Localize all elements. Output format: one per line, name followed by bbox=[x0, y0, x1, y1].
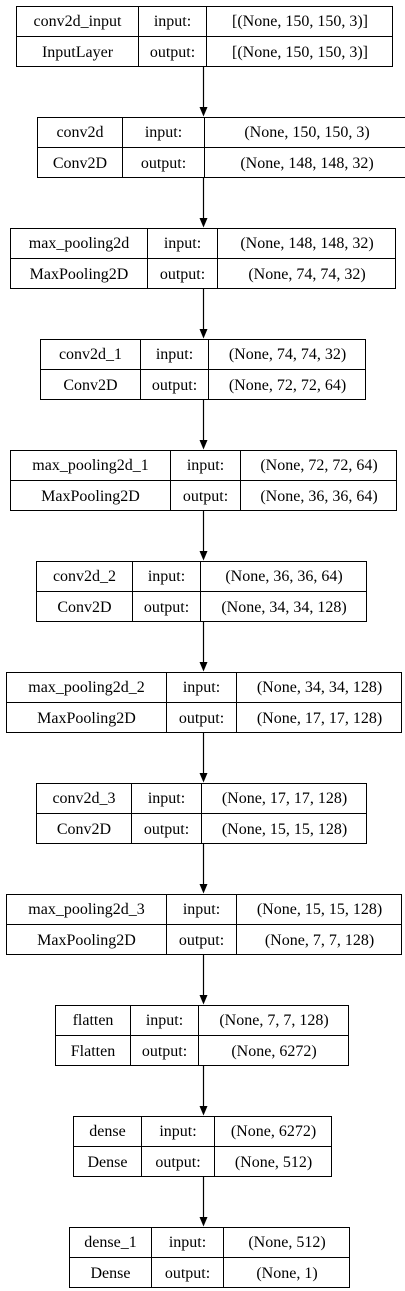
layer-name: conv2d_1 bbox=[41, 340, 141, 370]
layer-name: max_pooling2d_1 bbox=[11, 451, 171, 481]
edge-arrowhead-6 bbox=[199, 773, 208, 783]
output-label: output: bbox=[142, 1147, 215, 1177]
layer-name: conv2d_input bbox=[17, 7, 139, 37]
layer-type: MaxPooling2D bbox=[7, 925, 167, 955]
layer-name: dense bbox=[74, 1117, 142, 1147]
input-label: input: bbox=[123, 118, 205, 148]
input-shape: (None, 74, 74, 32) bbox=[209, 340, 366, 370]
edge-arrowhead-1 bbox=[199, 218, 208, 228]
input-shape: (None, 36, 36, 64) bbox=[201, 562, 367, 592]
input-label: input: bbox=[167, 895, 237, 925]
input-shape: (None, 512) bbox=[224, 1228, 350, 1258]
output-shape: (None, 72, 72, 64) bbox=[228, 376, 347, 394]
layer-type: Dense bbox=[74, 1147, 142, 1177]
input-label: input: bbox=[141, 340, 209, 370]
output-shape: (None, 74, 74, 32) bbox=[248, 265, 366, 283]
edge-arrowhead-5 bbox=[199, 662, 208, 672]
input-label: input: bbox=[152, 1228, 224, 1258]
layer-type: MaxPooling2D bbox=[11, 481, 171, 511]
output-label: output: bbox=[123, 148, 205, 178]
edge-arrowhead-8 bbox=[199, 995, 208, 1005]
input-label: input: bbox=[131, 1006, 199, 1036]
output-label: output: bbox=[152, 1258, 224, 1288]
output-label: output: bbox=[133, 592, 201, 622]
output-shape: (None, 7, 7, 128) bbox=[264, 931, 375, 949]
layer-type: Dense bbox=[70, 1258, 152, 1288]
input-shape: (None, 72, 72, 64) bbox=[241, 451, 397, 481]
input-label: input: bbox=[171, 451, 241, 481]
output-label: output: bbox=[167, 703, 237, 733]
layer-name: max_pooling2d_3 bbox=[7, 895, 167, 925]
input-shape: (None, 148, 148, 32) bbox=[218, 229, 396, 259]
output-label: output: bbox=[148, 259, 218, 289]
layer-name: conv2d_3 bbox=[37, 784, 132, 814]
layer-name: flatten bbox=[56, 1006, 131, 1036]
output-label: output: bbox=[139, 37, 207, 67]
edge-arrowhead-2 bbox=[199, 329, 208, 339]
layer-name: conv2d bbox=[38, 118, 123, 148]
output-shape: (None, 512) bbox=[234, 1153, 313, 1171]
input-shape: (None, 34, 34, 128) bbox=[237, 673, 402, 703]
layer-name: max_pooling2d bbox=[11, 229, 148, 259]
input-label: input: bbox=[148, 229, 218, 259]
input-shape: (None, 150, 150, 3) bbox=[205, 118, 405, 148]
output-label: output: bbox=[171, 481, 241, 511]
edge-arrowhead-7 bbox=[199, 884, 208, 894]
layer-type: Conv2D bbox=[37, 592, 133, 622]
edge-arrowhead-10 bbox=[199, 1217, 208, 1227]
output-shape: (None, 36, 36, 64) bbox=[260, 487, 378, 505]
edge-arrowhead-4 bbox=[199, 551, 208, 561]
input-label: input: bbox=[139, 7, 207, 37]
edge-arrowhead-0 bbox=[199, 107, 208, 117]
input-label: input: bbox=[133, 562, 201, 592]
input-label: input: bbox=[132, 784, 202, 814]
edge-arrowhead-9 bbox=[199, 1106, 208, 1116]
layer-type: Conv2D bbox=[41, 370, 141, 400]
output-label: output: bbox=[132, 814, 202, 844]
layer-type: MaxPooling2D bbox=[7, 703, 167, 733]
layer-type: Flatten bbox=[56, 1036, 131, 1066]
input-shape: (None, 7, 7, 128) bbox=[199, 1006, 349, 1036]
output-shape: (None, 17, 17, 128) bbox=[256, 709, 383, 727]
input-label: input: bbox=[142, 1117, 215, 1147]
input-shape: (None, 17, 17, 128) bbox=[202, 784, 367, 814]
output-label: output: bbox=[131, 1036, 199, 1066]
layer-name: dense_1 bbox=[70, 1228, 152, 1258]
edge-arrowhead-3 bbox=[199, 440, 208, 450]
output-shape: (None, 1) bbox=[256, 1264, 318, 1282]
output-shape: (None, 15, 15, 128) bbox=[221, 820, 348, 838]
layer-name: max_pooling2d_2 bbox=[7, 673, 167, 703]
output-label: output: bbox=[141, 370, 209, 400]
layer-type: MaxPooling2D bbox=[11, 259, 148, 289]
layer-type: InputLayer bbox=[17, 37, 139, 67]
input-shape: (None, 6272) bbox=[215, 1117, 332, 1147]
input-label: input: bbox=[167, 673, 237, 703]
output-label: output: bbox=[167, 925, 237, 955]
input-shape: (None, 15, 15, 128) bbox=[237, 895, 402, 925]
output-shape: (None, 148, 148, 32) bbox=[240, 154, 374, 172]
output-shape: (None, 6272) bbox=[231, 1042, 317, 1060]
input-shape: [(None, 150, 150, 3)] bbox=[207, 7, 393, 37]
layer-type: Conv2D bbox=[38, 148, 123, 178]
output-shape: [(None, 150, 150, 3)] bbox=[232, 43, 368, 61]
output-shape: (None, 34, 34, 128) bbox=[221, 598, 347, 616]
layer-type: Conv2D bbox=[37, 814, 132, 844]
layer-name: conv2d_2 bbox=[37, 562, 133, 592]
